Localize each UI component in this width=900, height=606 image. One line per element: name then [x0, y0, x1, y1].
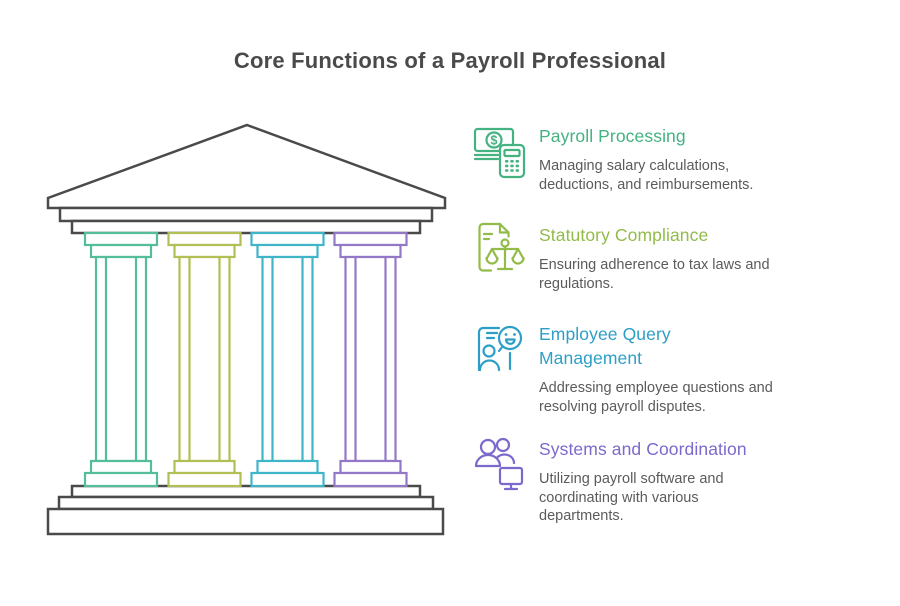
item-description: Ensuring adherence to tax laws and regul… — [539, 257, 770, 292]
list-item-employee-query-management: Employee Query Management Addressing emp… — [472, 319, 812, 416]
pillar-3 — [250, 231, 325, 488]
base-step-3 — [46, 507, 445, 536]
smiley-eyes — [504, 333, 516, 336]
entablature-band-2 — [70, 219, 422, 235]
people-monitor-icon — [474, 437, 524, 491]
base-step-2 — [57, 495, 435, 511]
employee-chat-icon — [477, 325, 523, 372]
dollar-symbol: $ — [491, 134, 498, 148]
item-heading: Statutory Compliance — [539, 225, 709, 245]
list-item-statutory-compliance: Statutory Compliance Ensuring adherence … — [472, 220, 812, 293]
temple-illustration — [46, 123, 447, 536]
item-description: Addressing employee questions and resolv… — [539, 380, 773, 415]
item-heading: Systems and Coordination — [539, 439, 747, 459]
document-scales-icon — [478, 222, 525, 272]
calculator-buttons — [505, 160, 519, 172]
item-description: Managing salary calculations, deductions… — [539, 158, 754, 193]
pillar-1 — [83, 231, 159, 488]
pillar-2 — [167, 231, 242, 488]
item-description: Utilizing payroll software and coordinat… — [539, 471, 724, 524]
pillar-4 — [333, 231, 408, 488]
pediment — [46, 123, 447, 210]
list-item-systems-and-coordination: Systems and Coordination Utilizing payro… — [472, 434, 812, 526]
list-item-payroll-processing: $ Payroll Processing Managing salary cal… — [472, 121, 812, 194]
entablature-band-1 — [58, 206, 434, 223]
item-heading: Payroll Processing — [539, 126, 686, 146]
money-calculator-icon: $ — [473, 127, 526, 179]
temple-structure — [46, 123, 447, 536]
base-step-1 — [70, 484, 422, 499]
item-heading: Employee Query Management — [539, 324, 671, 368]
page-title: Core Functions of a Payroll Professional — [233, 48, 667, 73]
